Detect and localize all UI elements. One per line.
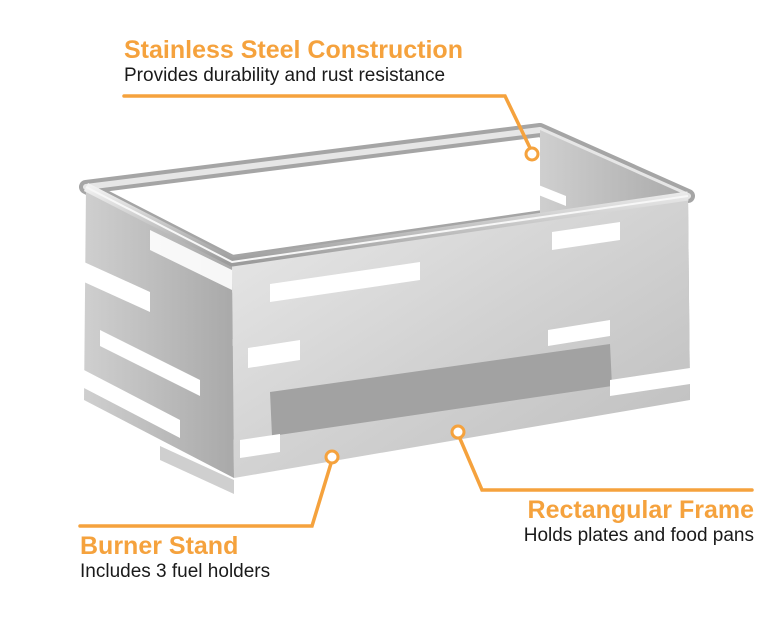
frame-front-panel (84, 187, 690, 494)
callout-burner: Burner Stand Includes 3 fuel holders (80, 532, 270, 584)
callout-burner-title: Burner Stand (80, 532, 239, 560)
callout-frame-line (450, 424, 754, 492)
callout-burner-description: Includes 3 fuel holders (80, 561, 271, 582)
frame-top-rim (83, 182, 689, 267)
callout-burner-line (78, 449, 340, 528)
callout-stainless-title: Stainless Steel Construction (124, 36, 463, 64)
callout-stainless-description: Provides durability and rust resistance (124, 65, 446, 86)
callout-frame-title: Rectangular Frame (527, 496, 754, 524)
callout-stainless: Stainless Steel Construction Provides du… (124, 36, 463, 88)
callout-stainless-line (122, 94, 540, 162)
callout-frame: Rectangular Frame Holds plates and food … (524, 496, 754, 548)
callout-frame-description: Holds plates and food pans (523, 525, 754, 546)
